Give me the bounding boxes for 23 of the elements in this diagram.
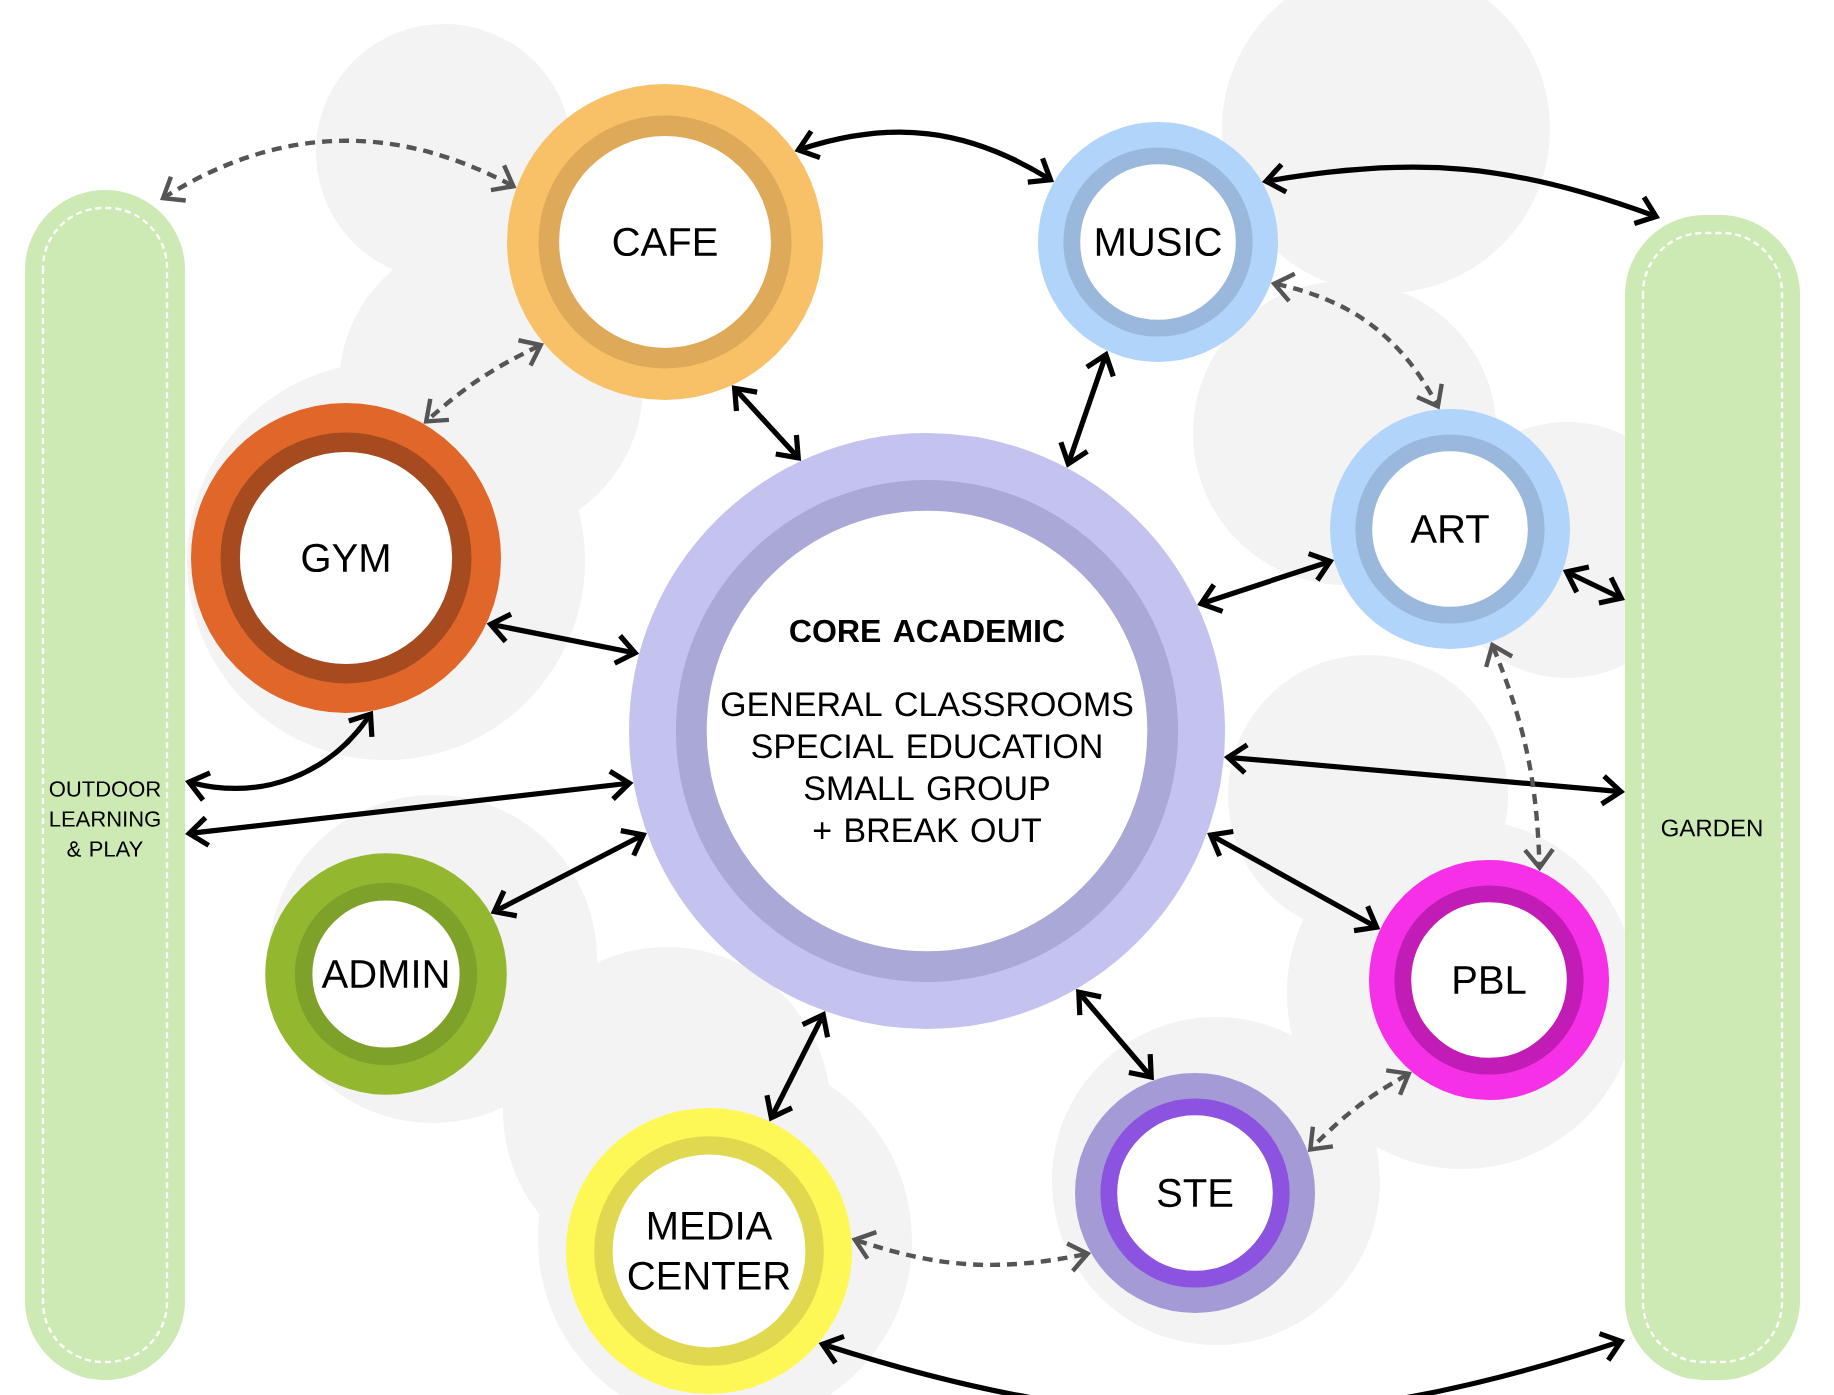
arrow xyxy=(185,710,375,802)
arrow xyxy=(1197,551,1335,614)
arrow xyxy=(1207,828,1381,934)
arrow xyxy=(490,828,647,919)
arrow xyxy=(851,1230,1092,1273)
garden-band: GARDEN xyxy=(1625,214,1800,1380)
arrow xyxy=(185,769,634,848)
arrow xyxy=(731,385,802,461)
arrow xyxy=(818,1331,1626,1395)
arrow xyxy=(1223,742,1626,807)
arrow xyxy=(160,138,517,203)
arrow xyxy=(1307,1068,1412,1152)
arrow xyxy=(764,1011,831,1122)
arrow xyxy=(1484,641,1555,872)
garden-band: OUTDOOR LEARNING & PLAY xyxy=(25,189,185,1380)
node-label: ADMIN xyxy=(321,960,448,988)
arrow xyxy=(423,338,544,424)
arrow xyxy=(1058,350,1116,468)
arrow xyxy=(486,611,640,666)
arrow xyxy=(1270,271,1444,410)
arrow xyxy=(1076,989,1154,1081)
arrow xyxy=(794,129,1055,185)
arrow xyxy=(1261,162,1661,226)
